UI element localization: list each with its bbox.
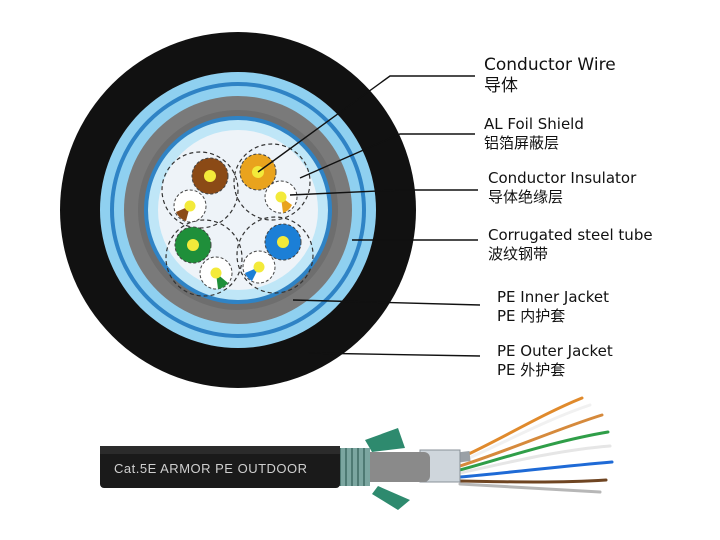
leader-lines: [257, 75, 481, 357]
green-pair: [174, 226, 233, 290]
label-conductor-wire: Conductor Wire 导体: [484, 55, 616, 97]
leader-al-foil-shield: [299, 133, 475, 179]
label-corrugated-steel-tube: Corrugated steel tube 波纹钢带: [488, 226, 653, 263]
blue-pair: [242, 223, 302, 284]
cable-print-text: Cat.5E ARMOR PE OUTDOOR: [114, 461, 308, 476]
label-conductor-insulator: Conductor Insulator 导体绝缘层: [488, 169, 637, 206]
label-pe-inner-jacket: PE Inner Jacket PE 内护套: [497, 288, 610, 325]
label-al-foil-shield: AL Foil Shield 铝箔屏蔽层: [484, 115, 584, 152]
outer-jacket-side: [100, 446, 340, 488]
cable-cross-section: [60, 32, 416, 388]
cable-side-view: Cat.5E ARMOR PE OUTDOOR: [100, 396, 614, 510]
leader-conductor-insulator: [289, 189, 478, 196]
leader-pe-inner-jacket: [292, 299, 481, 306]
leader-conductor-wire: [257, 75, 475, 173]
label-pe-outer-jacket: PE Outer Jacket PE 外护套: [497, 342, 613, 379]
leader-pe-outer-jacket: [307, 352, 481, 357]
brown-pair: [173, 157, 229, 223]
